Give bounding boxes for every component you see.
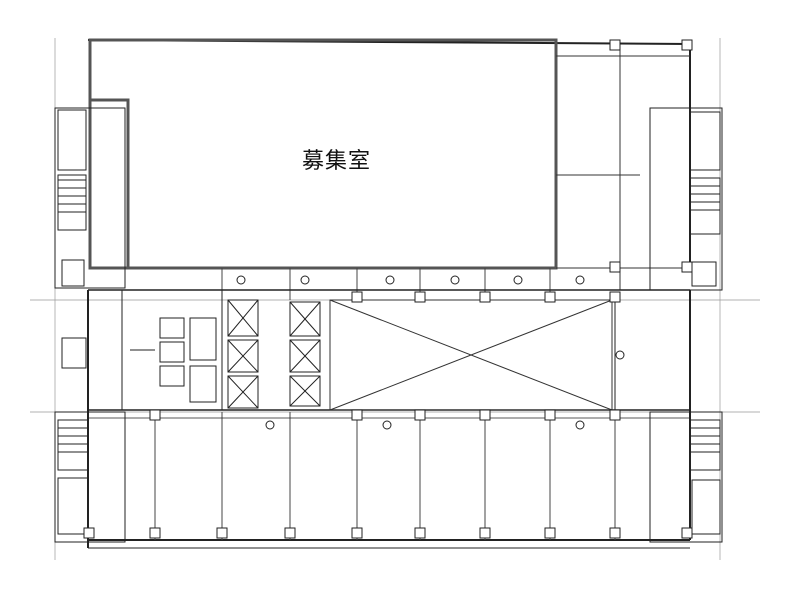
building-outline [87,39,691,549]
vacant-room-label: 募集室 [302,149,372,174]
restroom-core [121,289,223,411]
left-upper-wing [54,107,126,289]
elevator-bank-left [227,299,259,409]
structural-lines [154,268,616,540]
right-lower-wing [614,300,723,543]
elevator-bank-right [289,301,321,407]
column-markers [83,39,693,539]
atrium-void [329,299,613,411]
vacant-room-outline [88,38,558,270]
core-walls [88,289,690,419]
right-upper-wing [649,107,723,291]
left-lower-wing [54,337,126,543]
vacant-room-notch [90,98,130,268]
upper-right-wing [556,45,690,290]
column-circles [236,275,625,430]
